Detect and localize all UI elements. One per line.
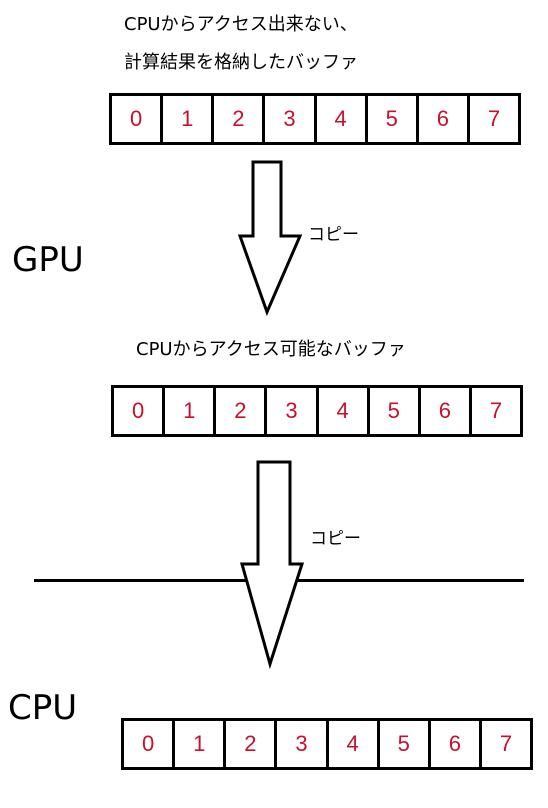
buffer-cell-2: 2	[226, 721, 278, 767]
copy-arrow-2	[240, 460, 305, 670]
cpu-zone-label: CPU	[8, 688, 78, 728]
buffer-cell-5: 5	[368, 96, 419, 142]
buffer-cell-4: 4	[329, 721, 380, 767]
buffer-cell-2: 2	[214, 96, 266, 142]
buffer-cell-5: 5	[370, 388, 421, 434]
buffer-cell-7: 7	[487, 106, 501, 131]
buffer-cell-2: 2	[216, 388, 268, 434]
cpu-buffer: 0 1 2 3 4 5 6 7	[121, 718, 533, 770]
buffer-cell-0: 0	[112, 96, 164, 142]
readback-buffer-caption: CPUからアクセス可能なバッファ	[136, 339, 406, 360]
buffer-cell-3: 3	[265, 96, 317, 142]
buffer-cell-5: 5	[380, 721, 431, 767]
buffer-cell-6: 6	[419, 96, 470, 142]
copy-label-1: コピー	[308, 225, 359, 245]
buffer-cell-1: 1	[163, 96, 215, 142]
compute-result-buffer: 0 1 2 3 4 5 6 7	[109, 93, 521, 145]
buffer-cell-4: 4	[317, 96, 368, 142]
readback-buffer: 0 1 2 3 4 5 6 7	[111, 385, 523, 437]
buffer-cell-6: 6	[421, 388, 472, 434]
buffer-cell-3: 3	[277, 721, 329, 767]
buffer-cell-1: 1	[175, 721, 227, 767]
buffer-cell-7: 7	[499, 731, 513, 756]
buffer-cell-1: 1	[165, 388, 217, 434]
buffer-cell-4: 4	[319, 388, 370, 434]
buffer-cell-6: 6	[431, 721, 482, 767]
buffer-cell-0: 0	[114, 388, 166, 434]
gpu-zone-label: GPU	[12, 240, 84, 280]
compute-buffer-caption-line2: 計算結果を格納したバッファ	[124, 52, 358, 73]
copy-label-2: コピー	[310, 529, 361, 549]
copy-arrow-1	[237, 160, 303, 317]
buffer-cell-7: 7	[489, 398, 503, 423]
buffer-cell-0: 0	[124, 721, 176, 767]
buffer-cell-3: 3	[267, 388, 319, 434]
compute-buffer-caption-line1: CPUからアクセス出来ない、	[124, 14, 358, 35]
